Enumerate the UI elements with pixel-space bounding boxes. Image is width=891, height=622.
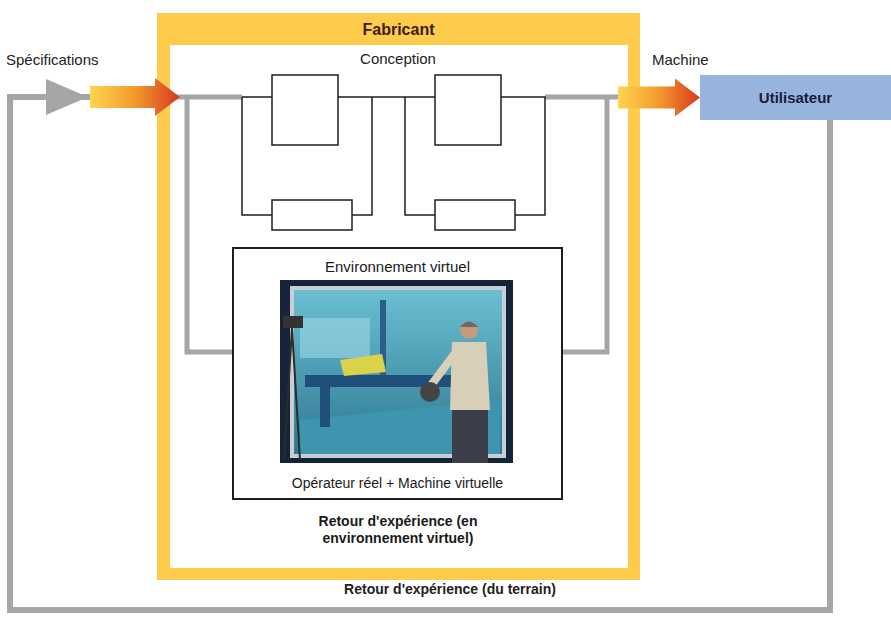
operator-hair	[460, 322, 478, 328]
tripod-leg	[292, 328, 300, 460]
operator-arm	[432, 352, 456, 384]
manufacturer-inner	[170, 45, 628, 568]
virtual-environment-box: Environnement virtuelOpérateur réel + Ma…	[232, 247, 563, 500]
photo-ground	[280, 280, 513, 463]
box-title: Utilisateur	[759, 89, 832, 107]
design-block	[435, 200, 515, 230]
specification-arrow	[90, 78, 180, 116]
operator-legs	[452, 408, 488, 463]
edge-label: Machine	[652, 51, 709, 69]
design-block	[435, 75, 501, 145]
section-label: Conception	[298, 50, 498, 68]
feedback-line	[10, 97, 830, 610]
user-box: Utilisateur	[700, 75, 891, 120]
haptic-device	[420, 382, 440, 402]
camera	[283, 316, 303, 328]
virtual-part	[340, 354, 386, 376]
frame-title: Fabricant	[157, 20, 640, 39]
arrow-shape	[618, 79, 700, 117]
input-label: Spécifications	[6, 51, 99, 69]
virtual-panel	[300, 318, 370, 358]
virtual-reality-photo	[280, 280, 513, 463]
product-arrow	[618, 79, 700, 117]
virtual-machine-bar	[305, 375, 475, 387]
arrow-head	[46, 79, 88, 115]
flow-line	[170, 95, 242, 100]
manufacturer-frame: FabricantRetour d'expérience (en environ…	[157, 13, 640, 580]
operator-head	[460, 321, 478, 339]
virtual-loop-line	[187, 97, 232, 352]
virtual-post	[320, 387, 330, 427]
camera-tripod	[284, 328, 300, 460]
design-block	[272, 200, 352, 230]
flow-line	[545, 95, 624, 100]
design-block	[272, 75, 338, 145]
design-blocks	[242, 75, 545, 230]
tripod-leg	[284, 328, 292, 460]
photo-caption: Opérateur réel + Machine virtuelle	[234, 475, 561, 492]
virtual-loop-line	[563, 97, 607, 352]
box-title: Environnement virtuel	[234, 258, 561, 276]
manufacturer-frame	[157, 13, 640, 580]
field-feedback-loop	[10, 79, 830, 610]
edge-label: Retour d'expérience (du terrain)	[300, 581, 600, 598]
feedback-note: Retour d'expérience (en environnement vi…	[298, 513, 498, 547]
